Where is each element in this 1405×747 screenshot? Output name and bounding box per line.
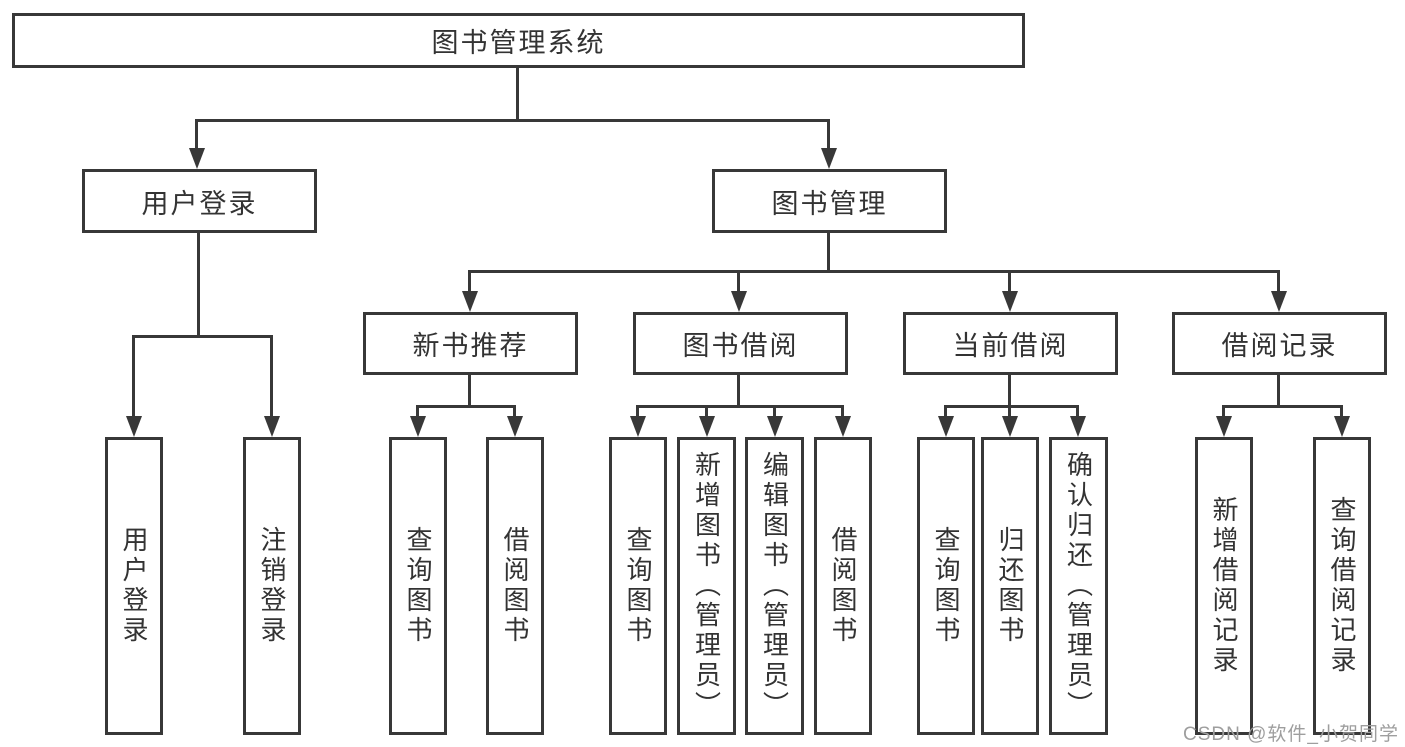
node-user-login-branch: 用户登录 bbox=[82, 169, 317, 233]
connector-drop-query-books-1 bbox=[416, 405, 419, 421]
arrow-to-query-record bbox=[1334, 416, 1350, 437]
connector-drop-borrow-books-1 bbox=[513, 405, 516, 421]
connector-drop-book-borrow bbox=[737, 270, 740, 295]
arrow-to-book-management bbox=[821, 148, 837, 169]
connector-records-stem bbox=[1277, 375, 1280, 408]
leaf-user-login: 用户登录 bbox=[105, 437, 163, 735]
arrow-to-query-books-1 bbox=[410, 416, 426, 437]
arrow-to-user-login bbox=[189, 148, 205, 169]
leaf-edit-book-admin: 编辑图书（管理员） bbox=[745, 437, 804, 735]
connector-root-bar bbox=[196, 119, 830, 122]
connector-bookborrow-bar bbox=[636, 405, 844, 408]
connector-drop-leaf-logout bbox=[270, 335, 273, 421]
connector-currentborrow-stem bbox=[1008, 375, 1011, 408]
connector-drop-return-book bbox=[1008, 405, 1011, 421]
leaf-return-book: 归还图书 bbox=[981, 437, 1039, 735]
connector-currentborrow-bar bbox=[944, 405, 1079, 408]
connector-bookmgmt-drop bbox=[827, 119, 830, 152]
arrow-to-leaf-logout bbox=[264, 416, 280, 437]
connector-drop-confirm-return bbox=[1076, 405, 1079, 421]
connector-drop-query-record bbox=[1340, 405, 1343, 421]
csdn-watermark: CSDN @软件_小贺同学 bbox=[1183, 724, 1399, 745]
leaf-query-books-3: 查询图书 bbox=[917, 437, 975, 735]
connector-userlogin-bar bbox=[132, 335, 273, 338]
connector-bookmgmt-stem bbox=[827, 233, 830, 273]
arrow-to-borrow-books-2 bbox=[835, 416, 851, 437]
connector-drop-new-book bbox=[468, 270, 471, 295]
arrow-to-return-book bbox=[1002, 416, 1018, 437]
arrow-to-query-books-2 bbox=[630, 416, 646, 437]
connector-drop-add-record bbox=[1222, 405, 1225, 421]
connector-drop-query-books-3 bbox=[944, 405, 947, 421]
connector-drop-edit-book bbox=[773, 405, 776, 421]
connector-drop-current-borrow bbox=[1008, 270, 1011, 295]
leaf-borrow-books-2: 借阅图书 bbox=[814, 437, 872, 735]
leaf-query-books-1: 查询图书 bbox=[389, 437, 447, 735]
arrow-to-edit-book bbox=[767, 416, 783, 437]
connector-drop-add-book bbox=[705, 405, 708, 421]
connector-drop-borrow-records bbox=[1277, 270, 1280, 295]
node-current-borrow: 当前借阅 bbox=[903, 312, 1118, 375]
connector-userlogin-stem bbox=[197, 233, 200, 338]
leaf-borrow-books-1: 借阅图书 bbox=[486, 437, 544, 735]
connector-drop-borrow-books-2 bbox=[841, 405, 844, 421]
node-borrow-records: 借阅记录 bbox=[1172, 312, 1387, 375]
node-library-system: 图书管理系统 bbox=[12, 13, 1025, 68]
connector-userlogin-drop bbox=[195, 119, 198, 152]
node-book-management: 图书管理 bbox=[712, 169, 947, 233]
connector-bookborrow-stem bbox=[737, 375, 740, 408]
arrow-to-confirm-return bbox=[1070, 416, 1086, 437]
connector-drop-query-books-2 bbox=[636, 405, 639, 421]
leaf-logout: 注销登录 bbox=[243, 437, 301, 735]
connector-newbook-stem bbox=[468, 375, 471, 408]
arrow-to-current-borrow bbox=[1002, 291, 1018, 312]
leaf-query-borrow-record: 查询借阅记录 bbox=[1313, 437, 1371, 735]
arrow-to-borrow-books-1 bbox=[507, 416, 523, 437]
leaf-confirm-return-admin: 确认归还（管理员） bbox=[1049, 437, 1108, 735]
node-new-book-recommend: 新书推荐 bbox=[363, 312, 578, 375]
connector-root-stem bbox=[516, 68, 519, 122]
arrow-to-add-book bbox=[699, 416, 715, 437]
arrow-to-borrow-records bbox=[1271, 291, 1287, 312]
connector-newbook-bar bbox=[416, 405, 516, 408]
connector-drop-leaf-login bbox=[132, 335, 135, 421]
arrow-to-add-record bbox=[1216, 416, 1232, 437]
arrow-to-leaf-login bbox=[126, 416, 142, 437]
arrow-to-query-books-3 bbox=[938, 416, 954, 437]
connector-records-bar bbox=[1222, 405, 1343, 408]
connector-bookmgmt-bar bbox=[468, 270, 1280, 273]
leaf-query-books-2: 查询图书 bbox=[609, 437, 667, 735]
node-book-borrow: 图书借阅 bbox=[633, 312, 848, 375]
arrow-to-book-borrow bbox=[731, 291, 747, 312]
leaf-add-book-admin: 新增图书（管理员） bbox=[677, 437, 736, 735]
leaf-add-borrow-record: 新增借阅记录 bbox=[1195, 437, 1253, 735]
arrow-to-new-book-recommend bbox=[462, 291, 478, 312]
